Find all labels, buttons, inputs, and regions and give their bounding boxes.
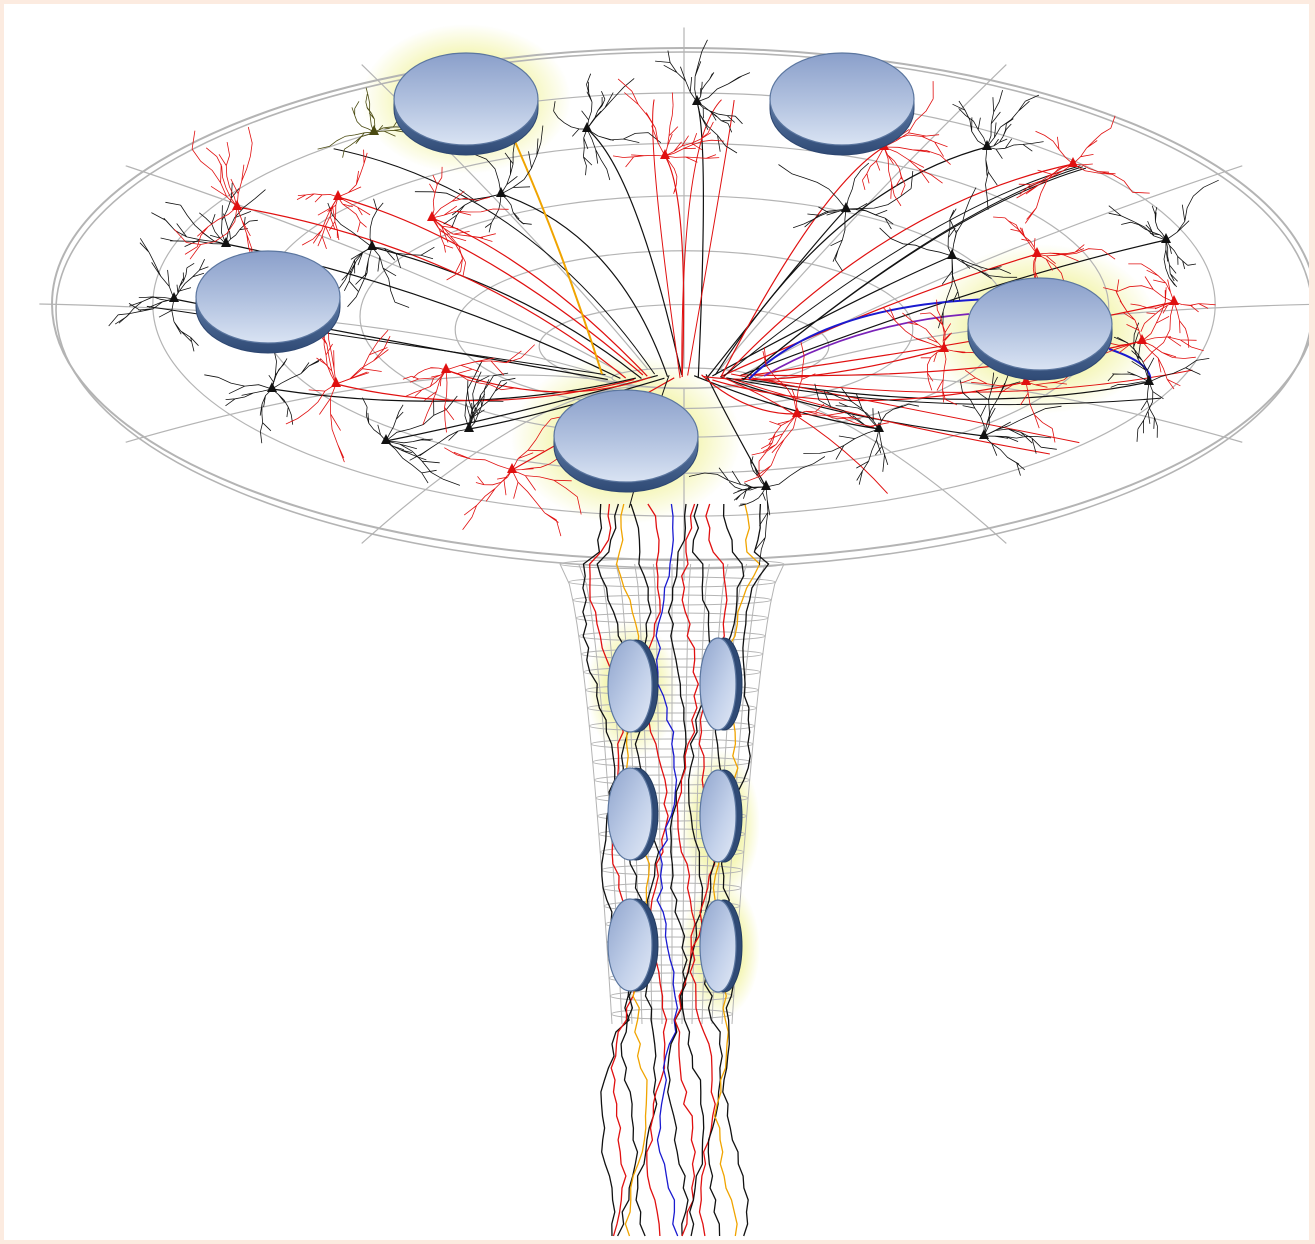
figure-panel (4, 4, 1309, 1240)
dendrite (302, 197, 338, 245)
axon (706, 209, 846, 379)
descending-fiber (668, 504, 688, 1236)
dendrite (697, 73, 750, 102)
column-disc (608, 768, 658, 860)
column-disc (700, 770, 742, 862)
disc-top (196, 251, 340, 343)
cortical-disc (554, 390, 698, 492)
dendrite (476, 470, 512, 485)
dendrite (655, 51, 697, 102)
neuron-soma (333, 190, 343, 200)
dendrite (272, 389, 293, 425)
dendrite (884, 147, 951, 165)
funnel-grid (39, 28, 1309, 1024)
dendrite (953, 101, 988, 147)
dendrite (206, 148, 237, 207)
dendrite (317, 335, 337, 385)
dendrite (987, 90, 1003, 147)
dendrite (286, 384, 336, 424)
dendrite (884, 147, 905, 195)
dendrite (665, 155, 719, 163)
dendrite (446, 345, 535, 376)
dendrite (582, 74, 592, 129)
dendrite (729, 482, 766, 494)
dendrite (1017, 164, 1073, 198)
disc-layer (196, 53, 1112, 992)
column-disc (608, 640, 658, 732)
column-disc (700, 638, 742, 730)
neuron-soma (841, 202, 851, 212)
dendrite (613, 155, 665, 167)
axon (334, 149, 655, 374)
column-disc (700, 900, 742, 992)
dendrite (665, 93, 678, 157)
cortical-disc (196, 251, 340, 353)
neuron-soma (331, 377, 341, 387)
dendrite (984, 436, 1051, 442)
dendrite (950, 188, 976, 257)
dendrite (987, 95, 1039, 147)
dendrite (165, 202, 226, 244)
dendrite (174, 263, 194, 299)
dendrite (1166, 240, 1196, 269)
dendrite (192, 131, 237, 207)
dendrite (984, 429, 1057, 454)
disc-top (968, 278, 1112, 370)
dendrite (987, 139, 1044, 159)
neuron-soma (427, 211, 437, 221)
disc-face (700, 770, 736, 862)
dendrite (370, 199, 383, 247)
disc-top (770, 53, 914, 145)
dendrite (986, 147, 998, 210)
dendrite (406, 370, 446, 397)
dendrite (587, 129, 610, 180)
disc-face (700, 900, 736, 992)
dendrite (884, 147, 901, 206)
dendrite (862, 147, 884, 190)
dendrite (1073, 116, 1115, 164)
dendrite (297, 194, 338, 202)
funnel-network-diagram (4, 4, 1309, 1240)
neuron-soma (381, 434, 391, 444)
dendrite (338, 150, 367, 197)
dendrite (159, 299, 199, 351)
dendrite (463, 470, 512, 530)
dendrite (362, 398, 386, 441)
disc-top (554, 390, 698, 482)
dendrite (984, 436, 1025, 476)
dendrite (386, 405, 403, 441)
dendrite (959, 108, 987, 147)
dendrite (386, 441, 426, 460)
disc-face (608, 768, 652, 860)
dendrite (1174, 302, 1216, 312)
dendrite (734, 484, 766, 501)
dendrite (272, 359, 321, 389)
dendrite (665, 133, 724, 156)
neuron-soma (221, 237, 231, 247)
dendrite (803, 429, 879, 460)
axon (587, 129, 682, 375)
dendrite (766, 457, 825, 488)
disc-face (608, 899, 652, 991)
dendrite (665, 156, 677, 194)
disc-top (394, 53, 538, 145)
axon (653, 100, 680, 379)
dendrite (140, 238, 174, 299)
dendrite (846, 163, 869, 209)
cortical-disc (394, 53, 538, 155)
disc-face (608, 640, 652, 732)
dendrite (1149, 358, 1209, 382)
neuron-soma (441, 363, 451, 373)
disc-face (700, 638, 736, 730)
column-disc (608, 899, 658, 991)
dendrite (697, 72, 714, 102)
axon (712, 256, 952, 376)
dendrite (372, 247, 434, 268)
dendrite (587, 78, 634, 129)
cortical-disc (968, 278, 1112, 380)
dendrite (846, 171, 913, 215)
cortical-disc (770, 53, 914, 155)
